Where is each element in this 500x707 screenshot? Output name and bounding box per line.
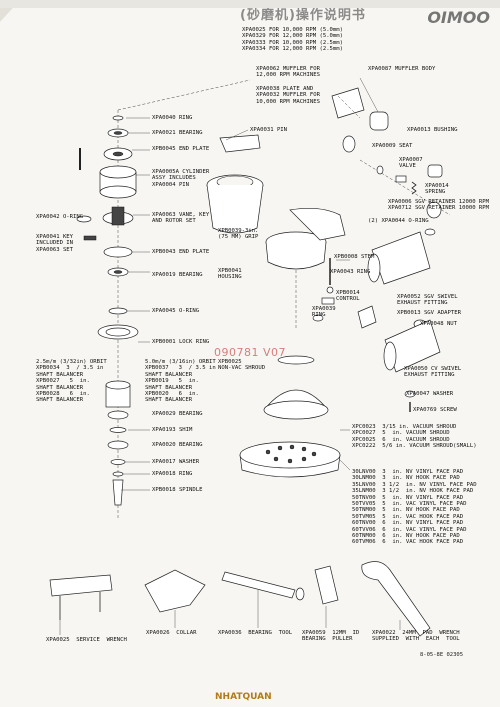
label-bearing-19: XPA0019 BEARING: [152, 272, 203, 278]
page-header: (砂磨机)操作说明书 OIMOO: [0, 0, 500, 46]
service-wrench-tool: [49, 574, 113, 597]
bearing-puller-tool: [314, 565, 339, 605]
label-collar: XPA0026 COLLAR: [146, 630, 197, 636]
label-ring: XPA0040 RING: [152, 115, 193, 121]
label-vane: XPA0063 VANE, KEY AND ROTOR SET: [152, 212, 210, 225]
label-ring-39: XPA0039 RING: [312, 306, 336, 319]
collar-tool: [144, 569, 206, 613]
ring-18-part: [112, 471, 124, 477]
label-stem: XPB0008 STEM: [334, 254, 375, 260]
label-key: XPA0041 KEY INCLUDED IN XPA0063 SET: [36, 234, 74, 253]
bearing-tool: [221, 571, 296, 599]
plate-part: [342, 135, 356, 153]
label-control: XPB0014 CONTROL: [336, 290, 360, 303]
swivel-part: [371, 231, 431, 285]
label-bearing-29: XPA0029 BEARING: [152, 411, 203, 417]
label-washer-47: XPA0047 WASHER: [406, 391, 454, 397]
leader-lines: [59, 77, 401, 635]
muffler-body-part: [369, 111, 389, 131]
label-orbit-25: 2.5m/m (3/32in) ORBIT XPB0034 3 / 3.5 in…: [36, 359, 107, 404]
label-muffler-for: XPA0062 MUFFLER FOR 12,000 RPM MACHINES: [256, 66, 320, 79]
label-lock-ring: XPB0001 LOCK RING: [152, 339, 210, 345]
watermark: 090781 V07: [214, 346, 287, 359]
header-title: (砂磨机)操作说明书: [240, 8, 366, 23]
bearing-20-part: [107, 440, 129, 450]
label-shroud-25: XPB0025 NON-VAC SHROUD: [218, 359, 266, 372]
washer-17-part: [110, 459, 126, 465]
end-plate-2-part: [103, 246, 133, 258]
label-adapter: XPB0013 SGV ADAPTER: [397, 310, 461, 316]
label-vac-shroud: XPC0023 3/15 in. VACUUM SHROUD XPC0027 5…: [352, 424, 477, 450]
label-seat: XPA0009 SEAT: [372, 143, 413, 149]
label-screw: XPA0769 SCREW: [413, 407, 457, 413]
label-cv-swivel: XPA0050 CV SWIVEL EXHAUST FITTING: [404, 366, 462, 379]
label-washer-17: XPA0017 WASHER: [152, 459, 200, 465]
spindle-part: [112, 479, 124, 506]
label-plate-muffler: XPA0038 PLATE AND XPA0032 MUFFLER FOR 10…: [256, 86, 320, 105]
label-housing: XPB0041 HOUSING: [218, 268, 242, 281]
ring-39-part: [312, 314, 324, 322]
label-shim: XPA0193 SHIM: [152, 427, 193, 433]
label-oring-45: XPA0045 O-RING: [152, 308, 200, 314]
header-band: [0, 0, 500, 8]
label-bearing: XPA0021 BEARING: [152, 130, 203, 136]
label-pad-wrench: XPA0022 24MM PAD WRENCH SUPPLIED WITH EA…: [372, 630, 460, 643]
bearing-29-part: [107, 410, 129, 420]
label-service-wrench: XPA0025 SERVICE WRENCH: [46, 637, 127, 643]
label-bearing-tool: XPA0036 BEARING TOOL: [218, 630, 293, 636]
label-oring-44: (2) XPA0044 O-RING: [368, 218, 429, 224]
washer-47-part: [404, 390, 416, 398]
label-end-plate-43: XPB0043 END PLATE: [152, 249, 210, 255]
brand-logo: OIMOO: [427, 8, 490, 27]
label-spring: XPA0014 SPRING: [425, 183, 449, 196]
label-pads: 30LNV00 3 in. NV VINYL FACE PAD 30LNM00 …: [352, 469, 477, 546]
seat-part: [376, 165, 384, 175]
ring-part: [112, 115, 124, 121]
label-nut: XPA0048 NUT: [420, 321, 458, 327]
label-spindle: XPB0018 SPINDLE: [152, 487, 203, 493]
muffler-part: [331, 87, 365, 119]
non-vac-shroud: [277, 355, 315, 365]
upper-diagonal: [117, 79, 251, 111]
key-part: [83, 235, 97, 241]
valve-part: [395, 175, 407, 183]
shim-part: [109, 427, 127, 433]
spring-part: [411, 181, 417, 195]
ring-43-part: [326, 286, 334, 294]
label-oring-42: XPA0042 O-RING: [36, 214, 84, 220]
label-ring-18: XPA0018 RING: [152, 471, 193, 477]
pad-wrench-tool: [361, 561, 431, 637]
oring-44-part: [424, 228, 436, 236]
label-pin: XPA0031 PIN: [250, 127, 288, 133]
date-code: 8-05-8E 02305: [420, 652, 464, 658]
label-grip: XPB0039-3in. (75 MM) GRIP: [218, 228, 259, 241]
label-orbit-50: 5.0m/m (3/16in) ORBIT XPB0037 3 / 3.5 in…: [145, 359, 216, 404]
adapter-part: [357, 305, 377, 329]
label-puller: XPA0059 12MM ID BEARING PULLER: [302, 630, 360, 643]
label-retainer: XPA0006 SGV RETAINER 12000 RPM XPA0712 S…: [388, 199, 490, 212]
label-end-plate: XPB0045 END PLATE: [152, 146, 210, 152]
label-bearing-20: XPA0020 BEARING: [152, 442, 203, 448]
label-ring-43: XPA0043 RING: [330, 269, 371, 275]
label-valve: XPA0007 VALVE: [399, 157, 423, 170]
label-top-rpm: XPA0025 FOR 10,000 RPM (5.0mm) XPA0329 F…: [242, 27, 344, 53]
pad-holes: [265, 444, 317, 464]
footer-brand: NHATQUAN: [215, 692, 272, 702]
label-bushing: XPA0013 BUSHING: [407, 127, 458, 133]
label-swivel: XPA0052 SGV SWIVEL EXHAUST FITTING: [397, 294, 458, 307]
bushing-part: [427, 164, 443, 178]
label-cylinder: XPA0005A CYLINDER ASSY INCLUDES XPA0004 …: [152, 169, 210, 188]
control-part: [321, 297, 335, 305]
oring-45-part: [108, 307, 128, 315]
label-muffler-body: XPA0087 MUFFLER BODY: [368, 66, 436, 72]
retainer-part: [426, 201, 442, 219]
oring-42-part: [76, 215, 92, 223]
pin-card: [219, 134, 261, 153]
